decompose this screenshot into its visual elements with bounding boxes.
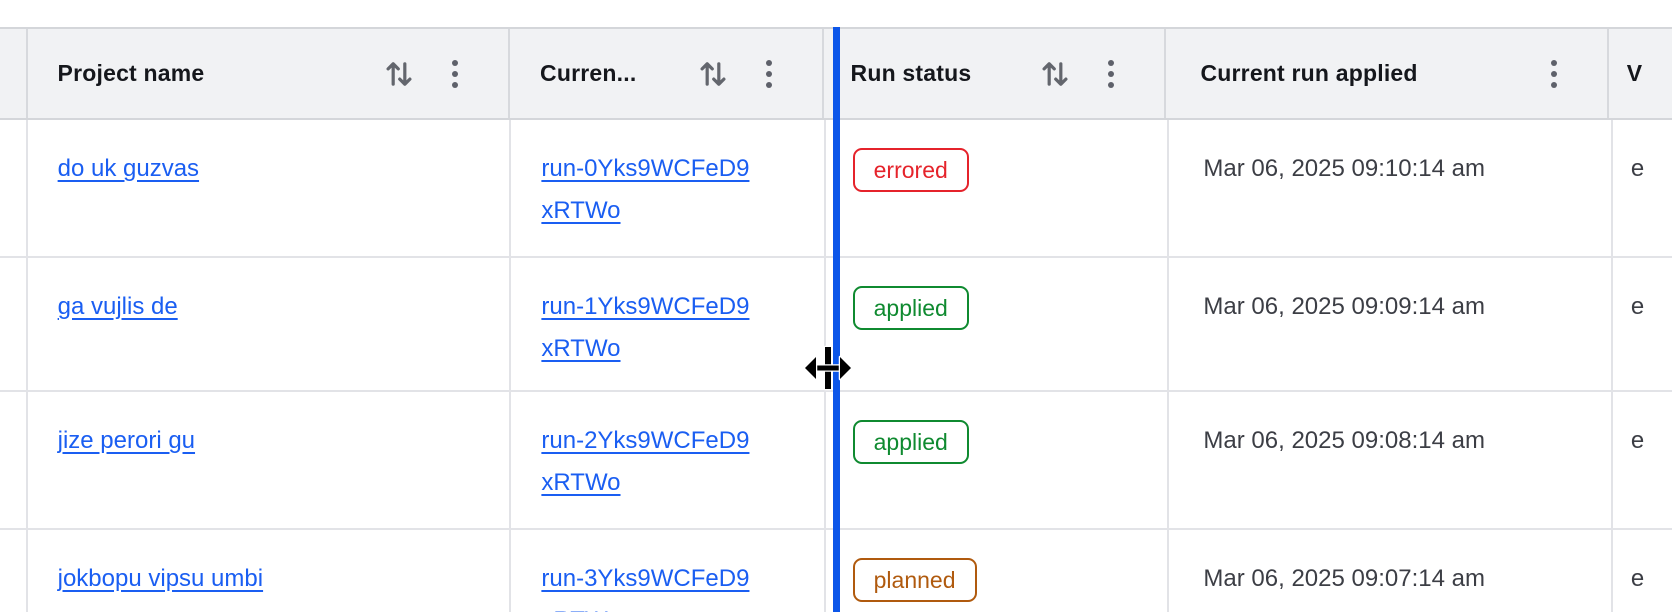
current-run-applied-cell: Mar 06, 2025 09:10:14 am (1169, 120, 1613, 256)
kebab-icon (1108, 59, 1115, 88)
applied-timestamp: Mar 06, 2025 09:09:14 am (1203, 293, 1485, 320)
applied-timestamp: Mar 06, 2025 09:10:14 am (1203, 155, 1485, 182)
column-label: Current run applied (1200, 60, 1418, 86)
column-resize-guide[interactable] (833, 27, 840, 612)
kebab-icon (1550, 59, 1557, 88)
status-badge: planned (852, 558, 977, 602)
column-menu-button[interactable] (762, 56, 776, 92)
status-badge: errored (852, 148, 969, 192)
clipped-cell: e (1613, 530, 1672, 612)
run-status-cell: applied (826, 258, 1170, 390)
run-link[interactable]: run-1Yks9WCFeD9xRTWo (541, 293, 750, 362)
gutter-cell (0, 120, 28, 256)
current-run-applied-cell: Mar 06, 2025 09:09:14 am (1169, 258, 1613, 390)
column-menu-button[interactable] (448, 56, 462, 92)
clipped-cell: e (1613, 258, 1672, 390)
run-status-cell: planned (826, 530, 1170, 612)
column-menu-button[interactable] (1104, 56, 1118, 92)
current-run-cell: run-2Yks9WCFeD9xRTWo (511, 392, 826, 528)
kebab-icon (765, 59, 772, 88)
run-link[interactable]: run-2Yks9WCFeD9xRTWo (541, 427, 750, 496)
status-badge: applied (852, 286, 969, 330)
run-status-cell: errored (826, 120, 1170, 256)
clipped-cell-text: e (1630, 293, 1645, 320)
current-run-applied-cell: Mar 06, 2025 09:07:14 am (1169, 530, 1613, 612)
current-run-cell: run-3Yks9WCFeD9xRTWo (511, 530, 826, 612)
gutter-header-cell (0, 29, 28, 118)
column-header-project-name: Project name (28, 29, 511, 118)
project-link[interactable]: do uk guzvas (57, 155, 200, 182)
gutter-cell (0, 258, 28, 390)
clipped-cell-text: e (1630, 565, 1645, 592)
column-label: Curren... (540, 60, 637, 86)
column-label: Project name (57, 60, 205, 86)
column-header-current-run-applied: Current run applied (1166, 29, 1609, 118)
applied-timestamp: Mar 06, 2025 09:07:14 am (1203, 565, 1485, 592)
col-resize-cursor-icon (803, 345, 853, 391)
column-header-current-run: Curren... (510, 29, 824, 118)
run-status-cell: applied (826, 392, 1170, 528)
sort-arrows-icon (700, 61, 726, 86)
gutter-cell (0, 392, 28, 528)
current-run-cell: run-0Yks9WCFeD9xRTWo (511, 120, 826, 256)
column-header-clipped: V (1609, 29, 1672, 118)
project-link[interactable]: ga vujlis de (57, 293, 178, 320)
project-name-cell: jize perori gu (28, 392, 512, 528)
current-run-cell: run-1Yks9WCFeD9xRTWo (511, 258, 826, 390)
clipped-cell: e (1613, 392, 1672, 528)
run-link[interactable]: run-0Yks9WCFeD9xRTWo (541, 155, 750, 224)
status-badge: applied (852, 420, 969, 464)
sort-button[interactable] (380, 54, 418, 94)
current-run-applied-cell: Mar 06, 2025 09:08:14 am (1169, 392, 1613, 528)
applied-timestamp: Mar 06, 2025 09:08:14 am (1203, 427, 1485, 454)
clipped-cell: e (1613, 120, 1672, 256)
clipped-cell-text: e (1630, 155, 1645, 182)
sort-arrows-icon (1042, 61, 1068, 86)
kebab-icon (452, 59, 459, 88)
sort-button[interactable] (1036, 54, 1074, 94)
project-name-cell: ga vujlis de (28, 258, 512, 390)
column-label: Run status (850, 60, 972, 86)
sort-arrows-icon (386, 61, 412, 86)
clipped-cell-text: e (1630, 427, 1645, 454)
run-link[interactable]: run-3Yks9WCFeD9xRTWo (541, 565, 750, 612)
column-menu-button[interactable] (1547, 56, 1561, 92)
project-link[interactable]: jize perori gu (57, 427, 196, 454)
project-name-cell: jokbopu vipsu umbi (28, 530, 512, 612)
column-header-run-status: Run status (824, 29, 1167, 118)
project-name-cell: do uk guzvas (28, 120, 512, 256)
sort-button[interactable] (694, 54, 732, 94)
column-label: V (1626, 60, 1642, 86)
project-link[interactable]: jokbopu vipsu umbi (57, 565, 264, 592)
gutter-cell (0, 530, 28, 612)
